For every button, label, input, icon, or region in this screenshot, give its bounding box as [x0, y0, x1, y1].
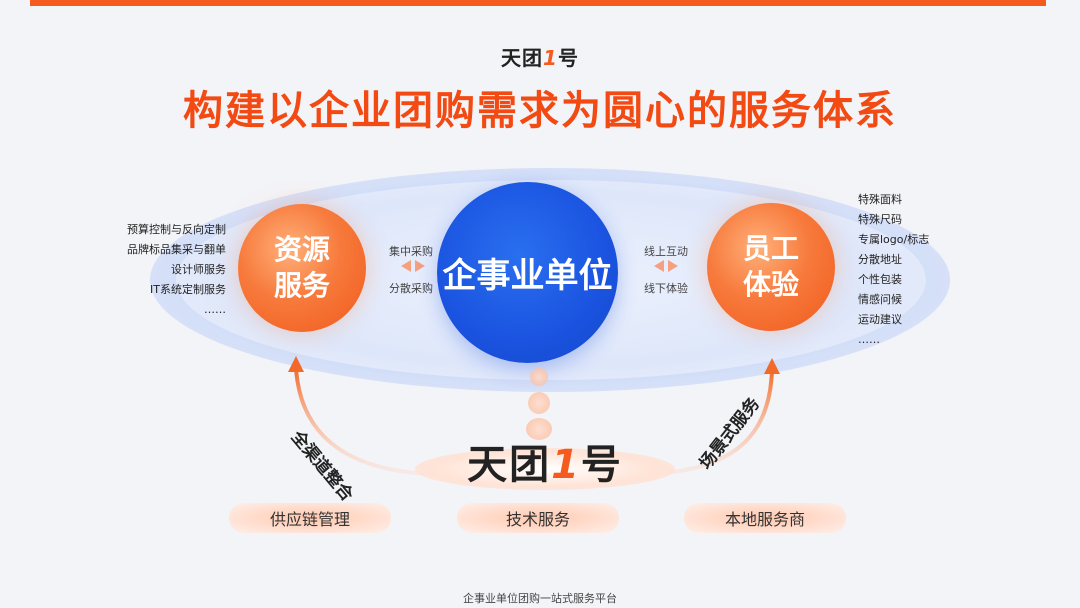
arrow-right-icon — [415, 260, 425, 272]
list-item: 运动建议 — [858, 313, 902, 326]
list-item: 预算控制与反向定制 — [127, 223, 226, 236]
logo-one: 1 — [543, 46, 558, 70]
list-item: IT系统定制服务 — [150, 283, 226, 296]
list-item: 品牌标品集采与翻单 — [127, 243, 226, 256]
arrow-left-icon — [401, 260, 411, 272]
circle-label-line2: 体验 — [742, 268, 799, 301]
list-item: 个性包装 — [858, 273, 902, 286]
list-item: 分散地址 — [858, 253, 902, 266]
circle-label-line2: 服务 — [273, 269, 330, 302]
logo-suffix: 号 — [557, 46, 579, 70]
arrow-label-decentralized: 分散采购 — [389, 282, 433, 295]
list-item: …… — [204, 303, 226, 316]
arrow-label-online: 线上互动 — [644, 245, 688, 258]
connector-bubble — [528, 392, 550, 414]
right-curve-arrow — [649, 369, 774, 476]
center-logo-one: 1 — [551, 442, 581, 488]
connector-bubble — [526, 418, 552, 440]
list-item: 情感问候 — [858, 293, 902, 306]
list-item: 特殊尺码 — [858, 213, 902, 226]
connector-bubble — [530, 368, 548, 386]
arrow-right-icon — [668, 260, 678, 272]
list-item: …… — [858, 333, 880, 346]
right-arrowhead-icon — [764, 358, 780, 374]
left-arrowhead-icon — [288, 356, 304, 372]
pill-supply-chain: 供应链管理 — [229, 503, 391, 533]
pill-local-provider: 本地服务商 — [684, 503, 846, 533]
circle-label-line1: 员工 — [742, 232, 799, 265]
footer-caption: 企事业单位团购一站式服务平台 — [463, 592, 617, 605]
center-logo-text: 天团 — [467, 442, 552, 488]
list-item: 专属logo/标志 — [858, 233, 930, 246]
employee-experience-list: 特殊面料 特殊尺码 专属logo/标志 分散地址 个性包装 情感问候 运动建议 … — [858, 190, 978, 350]
logo-text: 天团 — [501, 46, 544, 70]
resource-service-circle: 资源 服务 — [238, 204, 366, 332]
list-item: 特殊面料 — [858, 193, 902, 206]
brand-logo: 天团1号 — [0, 42, 1080, 71]
center-logo-suffix: 号 — [580, 442, 623, 488]
circle-label-line1: 资源 — [273, 233, 330, 266]
arrow-label-centralized: 集中采购 — [389, 245, 433, 258]
left-curve-arrow — [294, 367, 431, 476]
list-item: 设计师服务 — [171, 263, 226, 276]
arrow-label-offline: 线下体验 — [644, 282, 688, 295]
employee-experience-circle: 员工 体验 — [707, 203, 835, 331]
pill-tech-service: 技术服务 — [457, 503, 619, 533]
resource-service-list: 预算控制与反向定制 品牌标品集采与翻单 设计师服务 IT系统定制服务 …… — [110, 220, 226, 320]
center-platform-ellipse — [415, 448, 675, 490]
center-enterprise-circle: 企事业单位 — [437, 182, 618, 363]
center-brand-logo: 天团1号 — [440, 432, 650, 490]
page-title: 构建以企业团购需求为圆心的服务体系 — [183, 88, 897, 134]
top-accent-bar — [30, 0, 1046, 6]
arrow-left-icon — [654, 260, 664, 272]
